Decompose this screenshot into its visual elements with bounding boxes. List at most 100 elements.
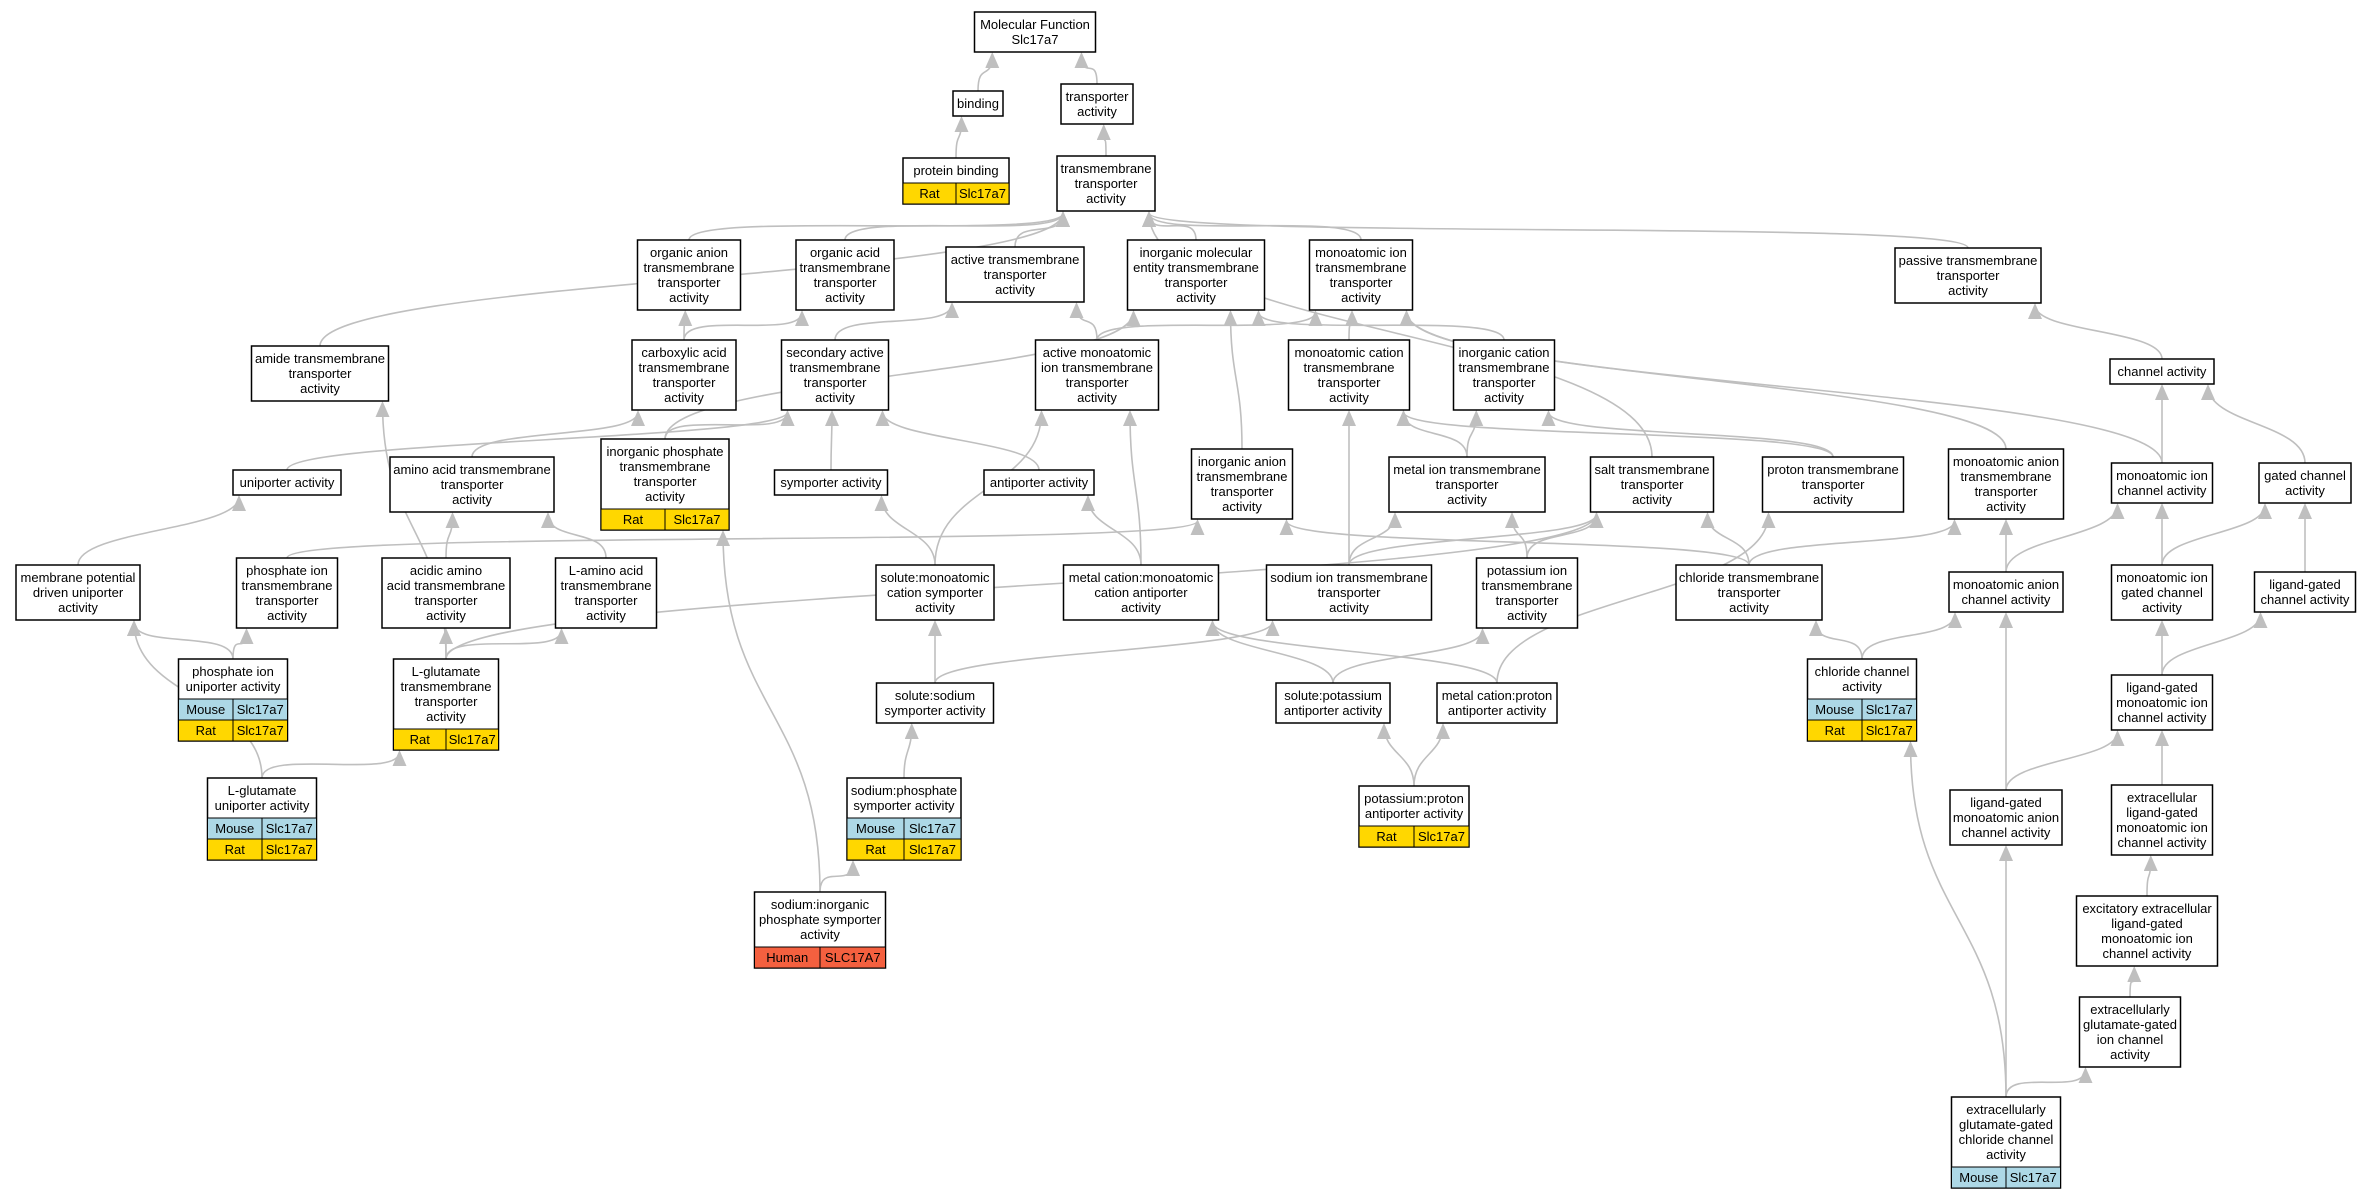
node-label-line: gated channel: [2121, 585, 2203, 600]
node-label-line: transporter: [289, 366, 353, 381]
node-potassiumIon[interactable]: potassium iontransmembranetransporteract…: [1475, 557, 1579, 629]
node-label-line: chloride transmembrane: [1679, 570, 1819, 585]
node-box: [1062, 564, 1220, 621]
node-label-line: transporter: [1318, 585, 1382, 600]
species-label: Human: [766, 950, 808, 965]
node-chlorideTm[interactable]: chloride transmembranetransporteractivit…: [1675, 564, 1823, 621]
node-label-line: membrane potential: [21, 570, 136, 585]
node-orgAcid[interactable]: organic acidtransmembranetransporteracti…: [795, 239, 895, 311]
node-excitatory[interactable]: excitatory extracellularligand-gatedmono…: [2075, 895, 2219, 967]
node-label-line: symporter activity: [853, 798, 955, 813]
node-label-line: chloride channel: [1815, 664, 1910, 679]
node-label-line: transporter: [1066, 89, 1130, 104]
species-label: Mouse: [186, 702, 225, 717]
node-label-line: transmembrane: [1481, 578, 1572, 593]
node-aminoAcid[interactable]: amino acid transmembranetransporteractiv…: [389, 456, 555, 513]
node-carboxylic[interactable]: carboxylic acidtransmembranetransportera…: [631, 339, 737, 411]
node-monoIonTm[interactable]: monoatomic iontransmembranetransporterac…: [1308, 239, 1414, 311]
node-box: [773, 469, 889, 496]
species-label: Mouse: [215, 821, 254, 836]
node-label-line: organic acid: [810, 245, 880, 260]
node-box: [983, 469, 1095, 496]
edge-chlorideTm-to-salt: [1700, 512, 1750, 566]
node-inorgCation[interactable]: inorganic cationtransmembranetransporter…: [1452, 339, 1556, 411]
node-inorgPhos[interactable]: inorganic phosphatetransmembranetranspor…: [600, 438, 730, 531]
node-lAA[interactable]: L-amino acidtransmembranetransporteracti…: [554, 557, 658, 629]
node-phosIonTm[interactable]: phosphate iontransmembranetransporteract…: [235, 557, 339, 629]
node-sodiumIon[interactable]: sodium ion transmembranetransporteractiv…: [1265, 564, 1433, 621]
node-label-line: transporter: [1975, 484, 2039, 499]
node-monoCation[interactable]: monoatomic cationtransmembranetransporte…: [1287, 339, 1411, 411]
node-lGlu[interactable]: L-glutamatetransmembranetransporteractiv…: [392, 658, 500, 751]
node-label-line: transmembrane: [1315, 260, 1406, 275]
node-monoAnion[interactable]: monoatomic aniontransmembranetransporter…: [1947, 448, 2065, 520]
species-label: Rat: [919, 186, 940, 201]
node-label-line: potassium ion: [1487, 563, 1567, 578]
gene-label: Slc17a7: [266, 821, 313, 836]
node-label-line: solute:monoatomic: [880, 570, 990, 585]
node-label-line: activity: [2142, 600, 2182, 615]
node-symporter[interactable]: symporter activity: [773, 469, 889, 496]
node-orgAnion[interactable]: organic aniontransmembranetransporteract…: [636, 239, 742, 311]
node-secActive[interactable]: secondary activetransmembranetransporter…: [780, 339, 890, 411]
node-channel[interactable]: channel activity: [2109, 358, 2215, 385]
node-antiporter[interactable]: antiporter activity: [983, 469, 1095, 496]
node-label-line: channel activity: [1962, 825, 2051, 840]
node-label-line: transporter: [415, 694, 479, 709]
node-metalIon[interactable]: metal ion transmembranetransporteractivi…: [1388, 456, 1546, 513]
node-binding[interactable]: binding: [952, 90, 1004, 117]
node-label-line: transporter: [984, 267, 1048, 282]
node-label-line: activity: [1077, 104, 1117, 119]
edge-sodInorgPhos-to-sodPhos: [819, 860, 860, 893]
node-box: [1948, 571, 2064, 613]
node-box: [1475, 557, 1579, 629]
node-uniporter[interactable]: uniporter activity: [232, 469, 342, 496]
edge-binding-to-mf: [977, 52, 1000, 92]
gene-label: Slc17a7: [909, 842, 956, 857]
node-label-line: monoatomic anion: [1953, 577, 2059, 592]
edge-acidicAA-to-aminoAcid: [445, 512, 460, 559]
node-label-line: active transmembrane: [951, 252, 1080, 267]
edge-metalCatProton-to-proton: [1496, 512, 1776, 684]
node-label-line: sodium:inorganic: [771, 897, 870, 912]
edge-metalCatProton-to-metalCatAnti: [1205, 620, 1498, 684]
node-label-line: transporter: [1937, 268, 2001, 283]
node-inorgAnion[interactable]: inorganic aniontransmembranetransportera…: [1190, 448, 1294, 520]
node-label-line: ion transmembrane: [1041, 360, 1153, 375]
